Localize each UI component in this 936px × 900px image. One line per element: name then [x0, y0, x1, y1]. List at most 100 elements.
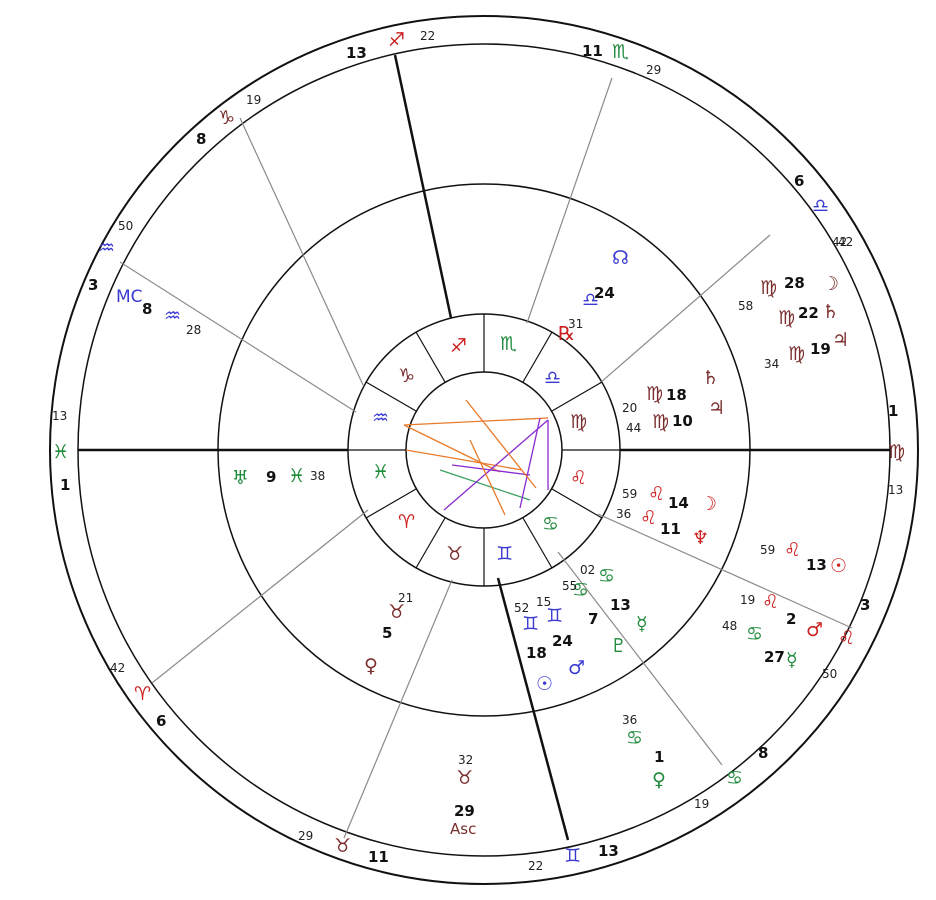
outer-cusp-degree: 3 [88, 276, 98, 294]
planet-minute: 36 [622, 713, 637, 727]
mc-ic-axis-bottom [496, 577, 570, 841]
planet-degree: 2 [786, 610, 796, 628]
cusp-line [557, 551, 723, 766]
outer-cusp-degree: 13 [346, 44, 367, 62]
aspect-line [465, 399, 537, 489]
planet-minute: 20 [622, 401, 637, 415]
neptune-glyph: ♆ [692, 527, 709, 549]
inner-sign-glyph: ♋ [542, 513, 559, 535]
saturn-glyph: ♄ [822, 301, 839, 323]
outer-cusp-glyph: ♊ [564, 845, 581, 867]
planet-sign: ♎ [582, 289, 599, 311]
outer-ring [49, 15, 919, 885]
outer-cusp-degree: 6 [794, 172, 804, 190]
planet-sign: ♊ [522, 613, 539, 635]
planet-sign: ♋ [572, 579, 589, 601]
divider [415, 517, 446, 569]
planet-minute: 48 [722, 619, 737, 633]
planet-degree: 22 [798, 304, 819, 322]
planet-minute: 34 [764, 357, 779, 371]
aspect-line [403, 424, 501, 473]
planet-minute: 38 [310, 469, 325, 483]
inner-sign-glyph: ♏ [500, 333, 517, 355]
cusp-line [599, 234, 771, 384]
aspect-line [469, 439, 506, 516]
divider [415, 331, 446, 383]
planet-sign: ♌ [648, 483, 665, 505]
divider [522, 331, 553, 383]
planet-minute: 02 [580, 563, 595, 577]
aspect-line [439, 469, 531, 501]
outer-cusp-minute: 29 [646, 63, 661, 77]
planet-minute: 32 [458, 753, 473, 767]
planet-degree: 5 [382, 624, 392, 642]
planet-sign: ♉ [456, 767, 473, 789]
inner-sign-glyph: ♐ [450, 335, 467, 357]
outer-cusp-degree: 11 [368, 848, 389, 866]
planet-minute: 44 [626, 421, 641, 435]
outer-cusp-degree: 3 [860, 596, 870, 614]
pluto-glyph: ♇ [610, 635, 627, 657]
cusp-line [343, 579, 453, 839]
inner-sign-dividers [348, 314, 620, 586]
outer-sign-labels: ♐ 13 22 ♏ 11 29 ♎ 6 42 ♍ 1 13 ♌ 3 50 ♋ 8… [52, 29, 905, 873]
house-cusps [119, 77, 853, 839]
planet-minute: 58 [738, 299, 753, 313]
aspect-line [451, 464, 531, 476]
inner-sign-glyph: ♎ [544, 367, 561, 389]
outer-cusp-minute: 50 [118, 219, 133, 233]
inner-sign-glyph: ♓ [372, 461, 389, 483]
inner-sign-glyph: ♌ [570, 467, 587, 489]
planet-degree: 18 [526, 644, 547, 662]
inner-sign-glyph: ♊ [496, 543, 513, 565]
inner-sign-glyph: ♑ [398, 365, 415, 387]
inner-sign-glyph: ♒ [372, 407, 389, 429]
cusp-line [526, 77, 613, 324]
mercury-glyph: ☿ [636, 613, 648, 635]
planet-minute: 52 [514, 601, 529, 615]
inner-sign-glyph: ♈ [398, 511, 415, 533]
outer-cusp-glyph: ♌ [838, 627, 855, 649]
outer-cusp-glyph: ♒ [98, 237, 115, 259]
planet-degree: 29 [454, 802, 475, 820]
planet-sign: ♍ [652, 411, 669, 433]
outer-cusp-glyph: ♋ [726, 767, 743, 789]
moon-glyph: ☽ [822, 273, 839, 295]
planet-sign: ♊ [546, 605, 563, 627]
planet-sign: ♉ [388, 601, 405, 623]
ascendant-label: Asc [450, 820, 476, 838]
planet-sign: ♌ [762, 591, 779, 613]
mid-planets: ☊ ♎ 24 31 ℞ ♄ ♍ 18 20 ♃ ♍ 10 44 ☽ ♌ 14 5… [232, 247, 725, 838]
planet-degree: 8 [142, 300, 152, 318]
planet-sign: ♋ [746, 623, 763, 645]
outer-cusp-minute: 29 [298, 829, 313, 843]
planet-degree: 10 [672, 412, 693, 430]
planet-minute: 36 [616, 507, 631, 521]
planet-degree: 19 [810, 340, 831, 358]
outer-cusp-glyph: ♓ [52, 441, 69, 463]
planet-minute: 19 [740, 593, 755, 607]
planet-minute: 31 [568, 317, 583, 331]
planet-degree: 24 [552, 632, 573, 650]
planet-degree: 18 [666, 386, 687, 404]
saturn-glyph: ♄ [702, 367, 719, 389]
mars-glyph: ♂ [806, 619, 823, 641]
outer-cusp-glyph: ♐ [388, 29, 405, 51]
planet-degree: 1 [654, 748, 664, 766]
planet-sign: ♋ [626, 727, 643, 749]
planet-minute: 15 [536, 595, 551, 609]
inner-sign-glyph: ♍ [570, 411, 587, 433]
outer-cusp-degree: 8 [196, 130, 206, 148]
outer-cusp-degree: 8 [758, 744, 768, 762]
divider [522, 517, 553, 569]
cusp-line [119, 261, 357, 413]
outer-cusp-degree: 11 [582, 42, 603, 60]
outer-cusp-glyph: ♏ [612, 41, 629, 63]
outer-cusp-minute: 19 [246, 93, 261, 107]
planet-sign: ♓ [288, 465, 305, 487]
outer-cusp-minute: 50 [822, 667, 837, 681]
outer-cusp-glyph: ♍ [888, 441, 905, 463]
planet-minute: 21 [398, 591, 413, 605]
outer-cusp-minute: 22 [420, 29, 435, 43]
planet-sign: ♍ [788, 343, 805, 365]
